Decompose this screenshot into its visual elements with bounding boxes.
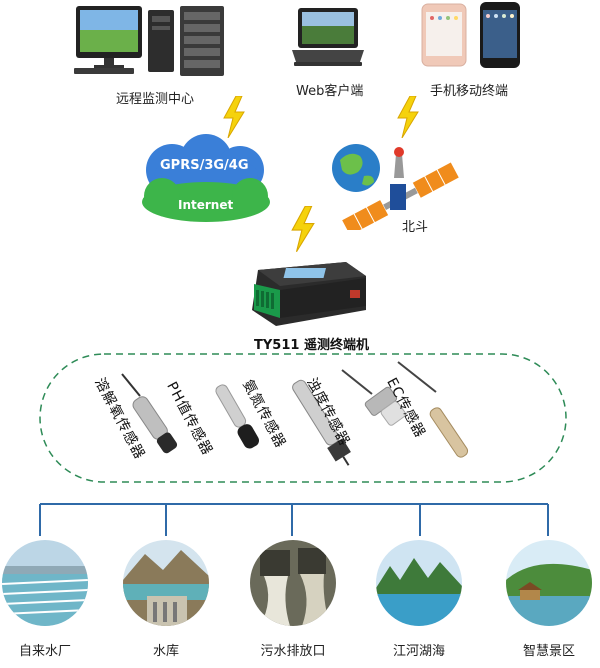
destination-label: 江河湖海 — [392, 644, 445, 659]
monitor-center-label: 远程监测中心 — [116, 92, 195, 107]
laptop-icon — [292, 8, 364, 66]
cloud-icon — [142, 134, 270, 222]
do-sensor-icon — [121, 373, 178, 454]
scenic-area-image — [506, 540, 592, 626]
cloud-primary-label: GPRS/3G/4G — [160, 158, 249, 173]
destination-label: 水库 — [152, 644, 179, 659]
destination-label: 污水排放口 — [260, 644, 326, 659]
satellite-label: 北斗 — [402, 220, 429, 235]
reservoir-image — [123, 540, 209, 626]
web-client-label: Web客户端 — [296, 84, 364, 99]
lightning-icon — [397, 96, 419, 138]
cloud-secondary-label: Internet — [178, 198, 234, 212]
ec-sensor-icon — [397, 361, 469, 458]
water-plant-image — [2, 540, 88, 626]
lightning-icon — [223, 96, 245, 138]
ph-sensor-icon — [215, 384, 259, 449]
monitor-center-devices — [74, 6, 224, 76]
lightning-icon — [291, 206, 315, 252]
mobile-terminal-label: 手机移动终端 — [430, 84, 509, 99]
river-lake-image — [376, 540, 462, 626]
sewage-outlet-image — [250, 540, 336, 626]
satellite-globe-icon — [332, 144, 461, 230]
ammonia-sensor-icon — [292, 379, 351, 466]
destination-label: 智慧景区 — [522, 644, 575, 659]
sensor-group-border — [39, 353, 567, 483]
mobile-phones-icon — [421, 2, 520, 68]
terminal-device-icon — [252, 262, 366, 326]
terminal-label: TY511 遥测终端机 — [254, 338, 369, 353]
destination-label: 自来水厂 — [18, 644, 71, 659]
tree-connector — [39, 503, 549, 536]
turbidity-sensor-icon — [341, 369, 407, 426]
